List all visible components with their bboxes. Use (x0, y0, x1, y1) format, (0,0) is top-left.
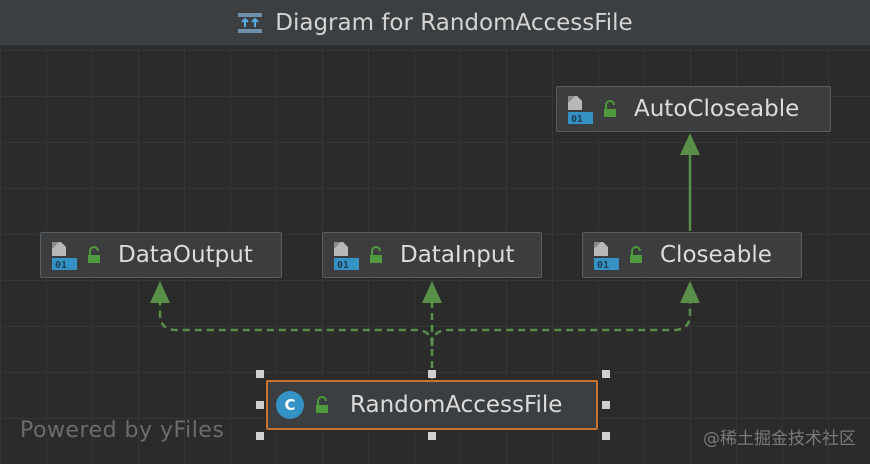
unlocked-lock-icon (88, 246, 100, 263)
node-label-randomaccessfile: RandomAccessFile (350, 392, 563, 418)
svg-text:01: 01 (337, 260, 349, 270)
unlocked-lock-icon (630, 246, 642, 263)
edge-raf-dataoutput[interactable] (158, 303, 434, 347)
selection-handle-bottom-left[interactable] (256, 432, 264, 440)
unlocked-lock-icon (370, 246, 382, 263)
window-title: Diagram for RandomAccessFile (275, 9, 633, 36)
window-titlebar: Diagram for RandomAccessFile (0, 0, 870, 46)
node-label-datainput: DataInput (400, 242, 515, 268)
node-label-autocloseable: AutoCloseable (634, 96, 800, 122)
node-datainput[interactable]: 01 DataInput (322, 232, 542, 278)
node-label-closeable: Closeable (660, 242, 772, 268)
unlocked-lock-icon (316, 396, 328, 413)
interface-icon: 01 (568, 96, 593, 124)
selection-handle-middle-left[interactable] (256, 401, 264, 409)
arrowhead-closeable (680, 281, 700, 303)
selection-handle-top-center[interactable] (428, 370, 436, 378)
svg-text:01: 01 (597, 260, 609, 270)
selection-handle-bottom-center[interactable] (428, 432, 436, 440)
edge-raf-closeable[interactable] (430, 303, 692, 347)
selection-handle-top-left[interactable] (256, 370, 264, 378)
interface-icon: 01 (594, 242, 619, 270)
node-label-dataoutput: DataOutput (118, 242, 253, 268)
source-watermark: @稀土掘金技术社区 (703, 429, 856, 449)
node-dataoutput[interactable]: 01 DataOutput (40, 232, 282, 278)
node-randomaccessfile[interactable]: C RandomAccessFile (266, 380, 598, 430)
unlocked-lock-icon (604, 100, 616, 117)
arrowhead-autocloseable (680, 133, 700, 155)
class-diagram-icon (238, 12, 263, 33)
node-autocloseable[interactable]: 01 AutoCloseable (556, 86, 831, 132)
node-closeable[interactable]: 01 Closeable (582, 232, 802, 278)
interface-icon: 01 (334, 242, 359, 270)
selection-handle-bottom-right[interactable] (602, 432, 610, 440)
arrowhead-datainput (422, 281, 442, 303)
interface-icon: 01 (52, 242, 77, 270)
svg-text:01: 01 (55, 260, 67, 270)
arrowhead-dataoutput (150, 281, 170, 303)
powered-by-label: Powered by yFiles (20, 418, 225, 443)
svg-text:01: 01 (571, 114, 583, 124)
selection-handle-top-right[interactable] (602, 370, 610, 378)
selection-handle-middle-right[interactable] (602, 401, 610, 409)
class-icon: C (276, 391, 304, 419)
